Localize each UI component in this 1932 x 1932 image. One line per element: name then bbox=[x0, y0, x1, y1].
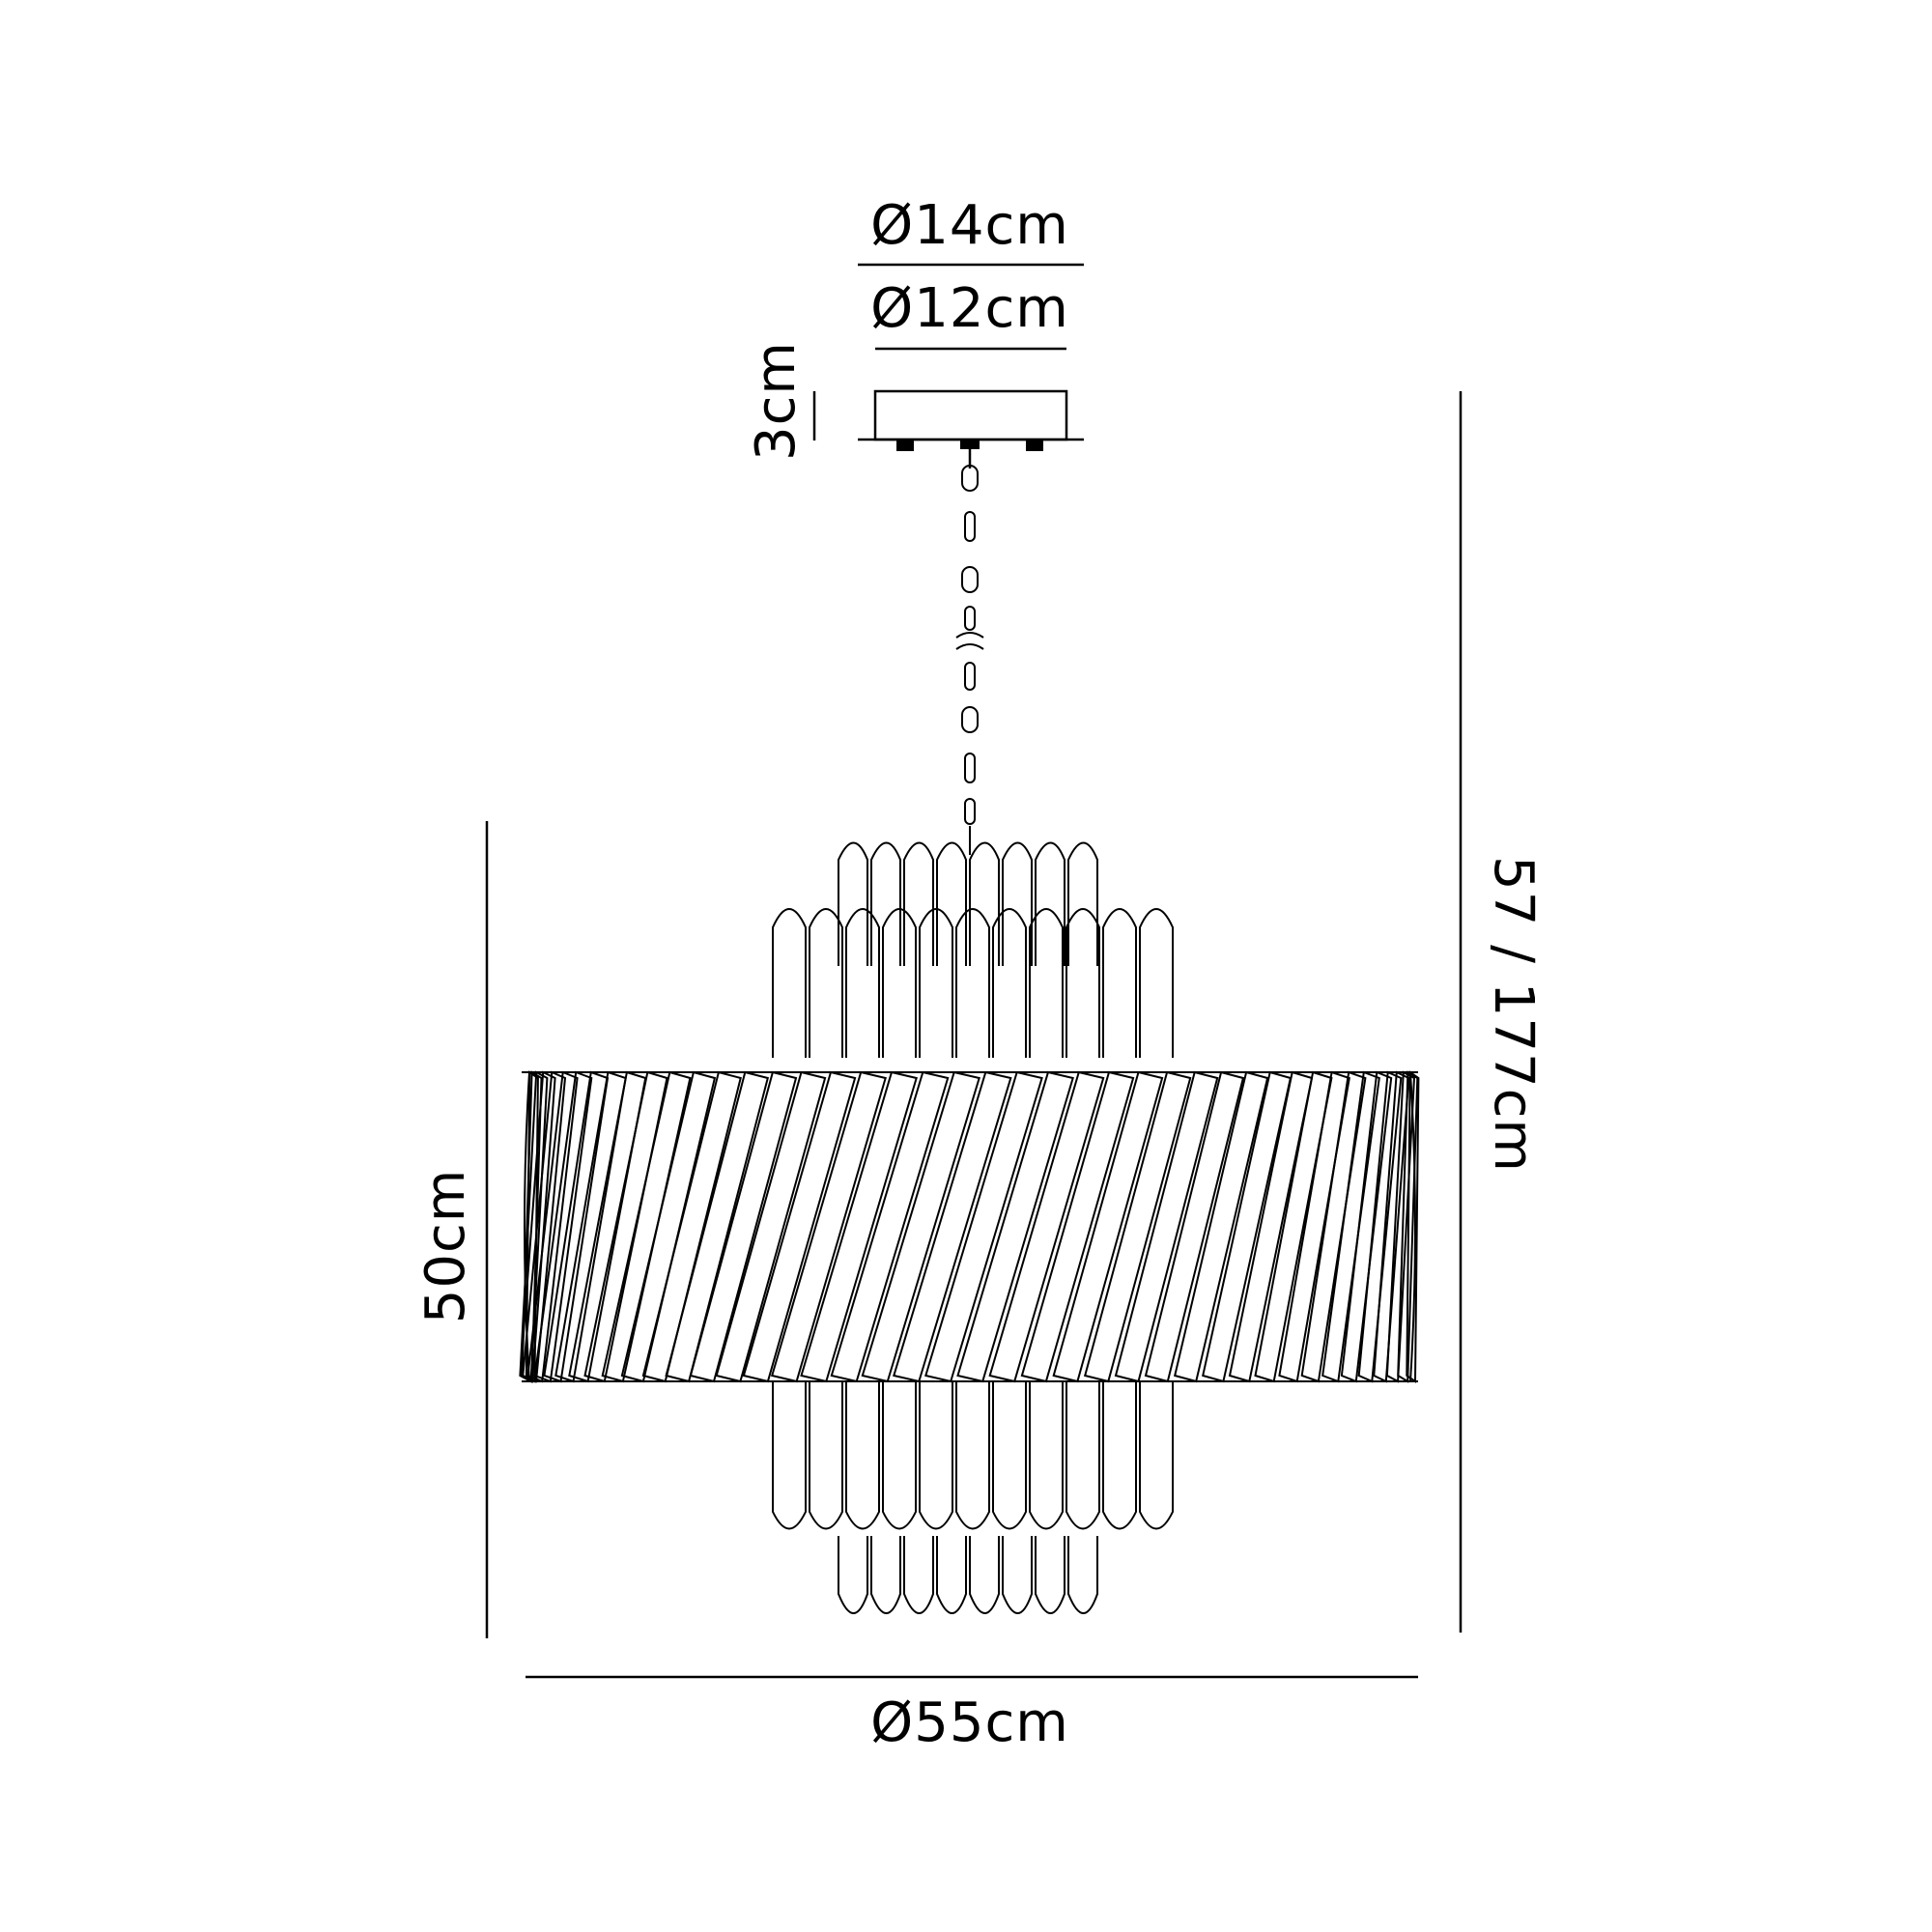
crystal-strip-top-back bbox=[1035, 841, 1065, 966]
crystal-strip-bottom-back bbox=[969, 1536, 1000, 1614]
crystal-strip-bottom-front bbox=[1065, 1381, 1100, 1530]
chain-link bbox=[964, 753, 976, 783]
crystal-strip-top-back bbox=[969, 841, 1000, 966]
crystal-strip-bottom-front bbox=[772, 1381, 807, 1530]
crystal-strip-top-front bbox=[1029, 908, 1064, 1058]
crystal-strip-top-back bbox=[1002, 841, 1033, 966]
crystal-strip-bottom-back bbox=[838, 1536, 868, 1614]
crystal-strip-bottom-front bbox=[882, 1381, 917, 1530]
crystal-strip-top-front bbox=[919, 908, 953, 1058]
crystal-strip-bottom-front bbox=[1029, 1381, 1064, 1530]
chain-link bbox=[961, 706, 979, 733]
chandelier-body bbox=[519, 841, 1420, 1614]
drum-left-edge bbox=[524, 1071, 530, 1382]
crystal-strip-bottom-front bbox=[919, 1381, 953, 1530]
crystal-strip-top-front bbox=[882, 908, 917, 1058]
chain-link bbox=[961, 566, 979, 593]
canopy-height-label: 3cm bbox=[745, 341, 808, 461]
crystal-strip-bottom-back bbox=[1035, 1536, 1065, 1614]
suspension-chain bbox=[955, 449, 984, 855]
crystal-strip-top-front bbox=[809, 908, 843, 1058]
crystal-strip-top-back bbox=[870, 841, 901, 966]
chain-link bbox=[964, 511, 976, 542]
ceiling-canopy bbox=[858, 389, 1084, 451]
chain-link bbox=[964, 606, 976, 631]
drum-right-edge bbox=[1409, 1071, 1416, 1382]
chain-break-mark bbox=[955, 632, 984, 650]
crystal-strip-top-back bbox=[1067, 841, 1098, 966]
crystal-strip-top-back bbox=[903, 841, 934, 966]
crystal-strip-top-front bbox=[992, 908, 1027, 1058]
crystal-strip-bottom-back bbox=[903, 1536, 934, 1614]
crystal-strip-bottom-back bbox=[1002, 1536, 1033, 1614]
crystal-strip-top-front bbox=[1139, 908, 1174, 1058]
body-diameter-label: Ø55cm bbox=[870, 1691, 1069, 1754]
crystal-strip-top-front bbox=[1102, 908, 1137, 1058]
crystal-strip-bottom-front bbox=[809, 1381, 843, 1530]
crystal-strip-bottom-back bbox=[936, 1536, 967, 1614]
crystal-strip-top-front bbox=[1065, 908, 1100, 1058]
crystal-strip-bottom-front bbox=[1139, 1381, 1174, 1530]
crystal-strip-bottom-back bbox=[1067, 1536, 1098, 1614]
chain-link bbox=[964, 662, 976, 691]
crystal-strip-top-front bbox=[772, 908, 807, 1058]
overall-height-label: 57 / 177cm bbox=[1482, 856, 1545, 1173]
crystal-strip-top-back bbox=[936, 841, 967, 966]
crystal-strip-top-front bbox=[845, 908, 880, 1058]
body-height-label: 50cm bbox=[414, 1169, 477, 1324]
crystal-strip-bottom-front bbox=[845, 1381, 880, 1530]
crystal-strip-top-front bbox=[955, 908, 990, 1058]
crystal-strip-bottom-front bbox=[1102, 1381, 1137, 1530]
chain-link bbox=[964, 798, 976, 825]
canopy-outer-diameter-label: Ø14cm bbox=[870, 194, 1069, 257]
crystal-strip-bottom-front bbox=[955, 1381, 990, 1530]
crystal-strip-top-back bbox=[838, 841, 868, 966]
crystal-strip-bottom-front bbox=[992, 1381, 1027, 1530]
canopy-inner-diameter-label: Ø12cm bbox=[870, 277, 1069, 340]
chain-link bbox=[961, 465, 979, 492]
crystal-strip-bottom-back bbox=[870, 1536, 901, 1614]
